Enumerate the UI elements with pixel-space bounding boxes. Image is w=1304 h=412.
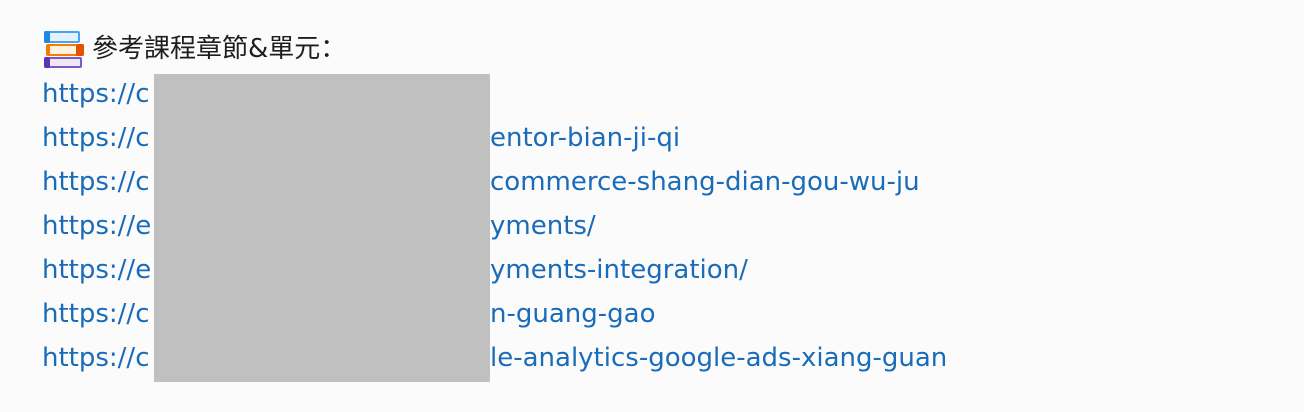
heading-text: 參考課程章節&單元： [92,34,347,64]
course-link-1[interactable]: https://c [42,79,150,109]
redaction-block [154,74,490,382]
books-icon [44,31,84,68]
section-heading: 參考課程章節&單元： [42,26,1282,72]
